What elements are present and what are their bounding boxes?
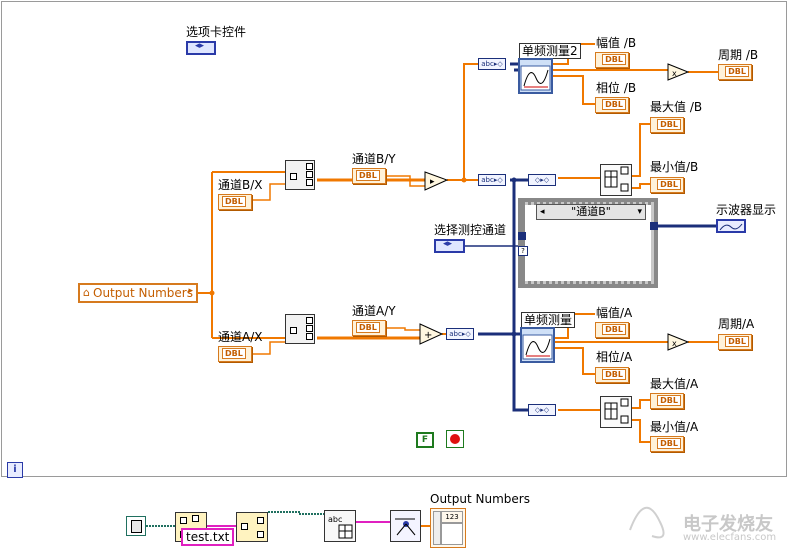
- svg-text:+: +: [424, 330, 432, 341]
- read-file-node[interactable]: [236, 512, 268, 542]
- period-a-indicator[interactable]: DBL: [718, 334, 752, 350]
- channel-a-y-label: 通道A/Y: [352, 304, 396, 318]
- convert-from-dynamic-b[interactable]: ◇▸◇: [528, 174, 556, 186]
- single-freq-measure-2-express-vi[interactable]: [518, 58, 553, 94]
- convert-to-dynamic-b[interactable]: abc▸◇: [478, 174, 506, 186]
- file-icon: [131, 520, 142, 533]
- waveform-icon: [719, 223, 743, 231]
- phase-b-indicator[interactable]: DBL: [595, 97, 629, 113]
- channel-b-y-dbl[interactable]: DBL: [352, 168, 386, 184]
- min-a-indicator[interactable]: DBL: [650, 436, 684, 452]
- split-icon: [395, 518, 416, 536]
- phase-b-label: 相位 /B: [596, 81, 637, 95]
- svg-text:▸: ▸: [430, 177, 435, 187]
- output-numbers-terminal[interactable]: ⌂ Output Numbers ▸: [78, 283, 198, 303]
- stop-button-terminal[interactable]: [446, 430, 464, 448]
- select-channel-terminal[interactable]: ◂▸: [434, 239, 465, 253]
- channel-b-x-dbl[interactable]: DBL: [218, 194, 252, 210]
- dropdown-arrow-icon: ▾: [637, 207, 642, 217]
- period-b-label: 周期 /B: [718, 48, 759, 62]
- amplitude-a-indicator[interactable]: DBL: [595, 322, 629, 338]
- phase-a-label: 相位/A: [596, 350, 633, 364]
- channel-b-y-label: 通道B/Y: [352, 152, 396, 166]
- svg-text:abc: abc: [328, 515, 342, 524]
- convert-from-dynamic-a[interactable]: ◇▸◇: [528, 404, 556, 416]
- file-path-constant[interactable]: [126, 516, 146, 536]
- max-a-label: 最大值/A: [650, 377, 699, 391]
- case-input-tunnel: [518, 232, 526, 240]
- case-structure[interactable]: ◂ "通道B" ▾ ?: [518, 198, 658, 288]
- convert-to-dynamic-a[interactable]: abc▸◇: [446, 328, 474, 340]
- case-output-tunnel: [650, 222, 658, 230]
- string-to-array-icon: abc: [328, 515, 353, 539]
- amplitude-b-indicator[interactable]: DBL: [595, 52, 629, 68]
- output-numbers-indicator[interactable]: 123: [430, 508, 466, 548]
- channel-a-x-label: 通道A/X: [218, 330, 263, 344]
- watermark-url: www.elecfans.com: [683, 532, 777, 543]
- case-selector-terminal: ?: [518, 246, 528, 256]
- index-array-b-node[interactable]: [285, 160, 315, 190]
- split-node[interactable]: [390, 510, 421, 542]
- file-name-constant[interactable]: test.txt: [181, 528, 235, 546]
- amplitude-a-label: 幅值/A: [596, 306, 633, 320]
- array-max-min-a-node[interactable]: [600, 396, 632, 428]
- channel-b-x-label: 通道B/X: [218, 178, 263, 192]
- channel-a-y-dbl[interactable]: DBL: [352, 320, 386, 336]
- max-b-label: 最大值 /B: [650, 100, 703, 114]
- tab-arrows-icon: ◂▸: [195, 41, 205, 51]
- watermark-logo-text: 电子发烧友: [683, 514, 773, 535]
- scope-display-label: 示波器显示: [716, 203, 777, 217]
- output-numbers-bottom-label: Output Numbers: [430, 492, 530, 506]
- svg-text:x: x: [672, 69, 677, 78]
- array-max-min-icon: [604, 398, 629, 424]
- select-channel-label: 选择测控通道: [434, 223, 507, 237]
- array-max-min-icon: [604, 166, 629, 192]
- min-a-label: 最小值/A: [650, 420, 699, 434]
- convert-to-dynamic-b-top[interactable]: abc▸◇: [478, 58, 506, 70]
- array-max-min-b-node[interactable]: [600, 164, 632, 196]
- min-b-label: 最小值/B: [650, 160, 699, 174]
- phase-a-indicator[interactable]: DBL: [595, 367, 629, 383]
- iteration-terminal: i: [7, 462, 23, 478]
- local-variable-icon: ⌂: [83, 286, 90, 299]
- sine-wave-icon: [520, 65, 551, 91]
- spreadsheet-string-to-array-node[interactable]: abc: [324, 510, 356, 542]
- period-b-indicator[interactable]: DBL: [718, 64, 752, 80]
- sine-wave-icon: [522, 334, 553, 360]
- single-freq-measure-2-label: 单频测量2: [519, 43, 581, 59]
- amplitude-b-label: 幅值 /B: [596, 36, 637, 50]
- case-selector[interactable]: ◂ "通道B" ▾: [536, 204, 646, 220]
- tab-control-label: 选项卡控件: [186, 25, 247, 39]
- decrement-arrow-icon: ◂: [540, 207, 545, 217]
- false-constant[interactable]: F: [416, 432, 434, 448]
- tab-arrows-icon: ◂▸: [443, 239, 453, 249]
- tab-control-terminal[interactable]: ◂▸: [186, 41, 216, 55]
- svg-text:x: x: [672, 339, 677, 348]
- channel-a-x-dbl[interactable]: DBL: [218, 346, 252, 362]
- period-a-label: 周期/A: [718, 317, 755, 331]
- output-numbers-text: Output Numbers: [93, 286, 193, 300]
- single-freq-measure-express-vi[interactable]: [520, 327, 555, 363]
- scope-display-indicator[interactable]: [716, 219, 746, 233]
- min-b-indicator[interactable]: DBL: [650, 177, 684, 193]
- diagram-frame: [1, 1, 787, 477]
- single-freq-measure-label: 单频测量: [521, 312, 576, 328]
- max-b-indicator[interactable]: DBL: [650, 117, 684, 133]
- stop-icon: [450, 434, 460, 444]
- max-a-indicator[interactable]: DBL: [650, 393, 684, 409]
- index-array-a-node[interactable]: [285, 314, 315, 344]
